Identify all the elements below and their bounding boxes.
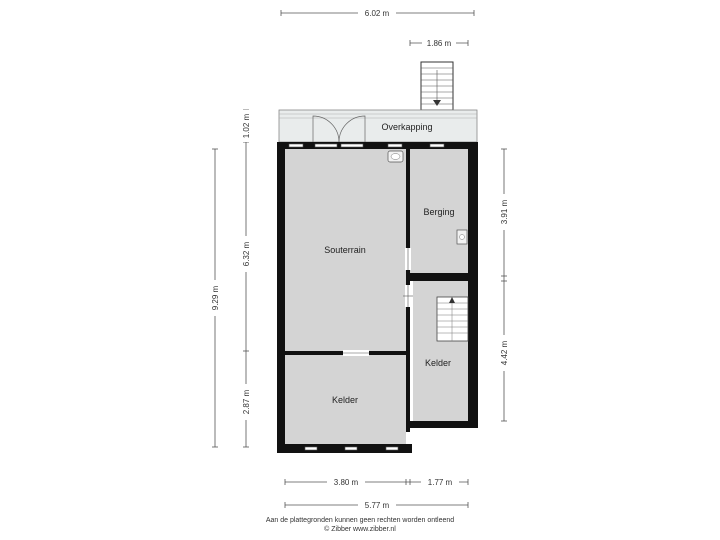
room-label-kelder-left: Kelder — [332, 395, 358, 405]
berging-floor — [410, 149, 468, 273]
dimension-label-right-lower: 4.42 m — [500, 340, 509, 365]
dimension-top-stairs: 1.86 m — [409, 38, 469, 48]
dimension-left-segments: 1.02 m 6.32 m 2.87 m — [240, 109, 252, 448]
exterior-stairs — [420, 61, 454, 111]
dimension-label-bottom-right: 1.77 m — [428, 478, 453, 487]
windows — [288, 143, 445, 451]
room-label-overkapping: Overkapping — [381, 122, 432, 132]
kelder-left-floor — [285, 355, 406, 444]
dimension-label-top-stairs: 1.86 m — [427, 39, 452, 48]
dimension-bottom-segments: 3.80 m 1.77 m — [284, 477, 469, 487]
dimension-label-top-total: 6.02 m — [365, 9, 390, 18]
interior-stairs — [436, 296, 469, 342]
dimension-top-total: 6.02 m — [280, 8, 475, 18]
sink-fixture — [387, 150, 404, 163]
dimension-label-left-souterrain: 6.32 m — [242, 241, 251, 266]
room-label-berging: Berging — [423, 207, 454, 217]
dimension-label-bottom-left: 3.80 m — [334, 478, 359, 487]
footer-credit: © Zibber www.zibber.nl — [324, 526, 396, 533]
dimension-bottom-total: 5.77 m — [284, 500, 469, 510]
dimension-label-right-upper: 3.91 m — [500, 199, 509, 224]
room-label-kelder-right: Kelder — [425, 358, 451, 368]
dimension-label-left-overkapping: 1.02 m — [242, 113, 251, 138]
dimension-label-bottom-total: 5.77 m — [365, 501, 390, 510]
internal-doors — [343, 248, 413, 356]
overkapping-area: Overkapping — [278, 109, 478, 143]
dimension-right: 3.91 m 4.42 m — [498, 148, 510, 422]
meter-fixture — [456, 229, 468, 245]
room-label-souterrain: Souterrain — [324, 245, 366, 255]
dimension-label-left-total: 9.29 m — [211, 285, 220, 310]
footer-disclaimer: Aan de plattegronden kunnen geen rechten… — [265, 517, 455, 524]
souterrain-floor — [285, 149, 406, 351]
dimension-label-left-kelder: 2.87 m — [242, 389, 251, 414]
dimension-left-total: 9.29 m — [209, 148, 221, 448]
